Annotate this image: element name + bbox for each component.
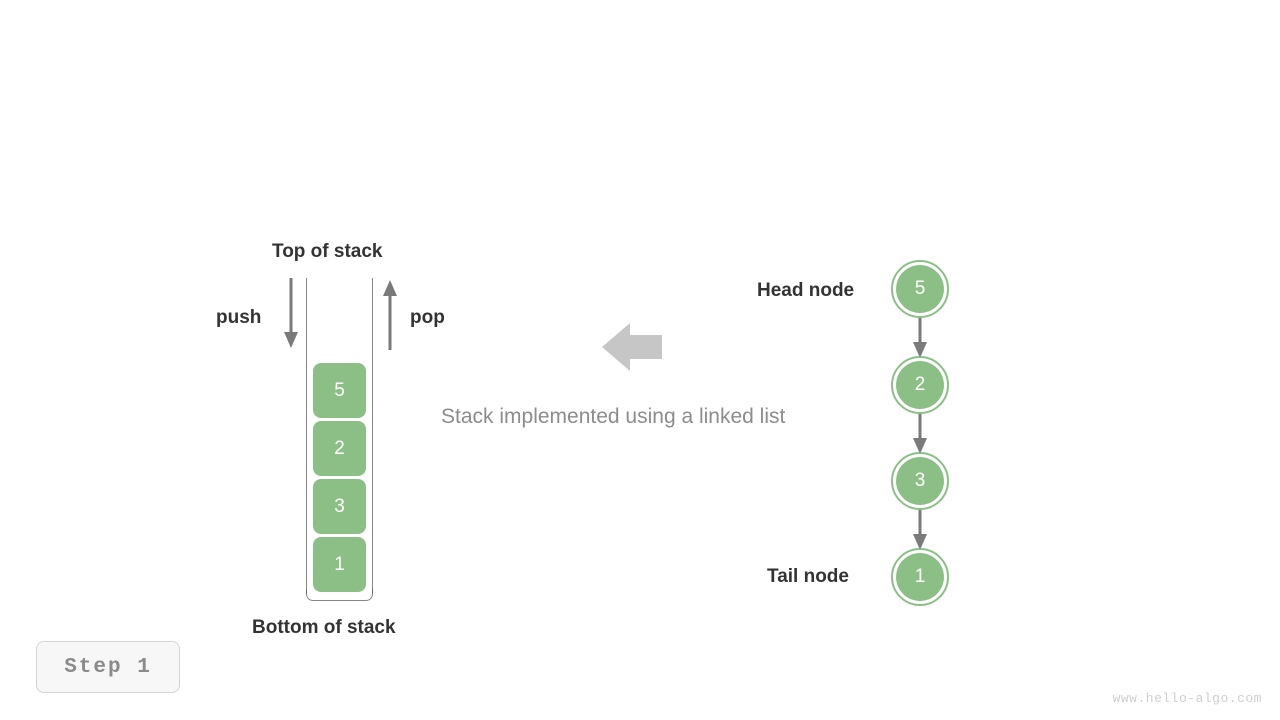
- stack-cell[interactable]: 5: [313, 363, 366, 418]
- list-connector-arrow-icon: [913, 412, 927, 454]
- tail-node-label: Tail node: [767, 566, 849, 587]
- linked-list-node[interactable]: 1: [891, 548, 949, 606]
- bottom-of-stack-label: Bottom of stack: [252, 617, 396, 638]
- linked-list-node-value: 2: [896, 361, 944, 409]
- step-badge: Step 1: [36, 641, 180, 693]
- stack-cell[interactable]: 2: [313, 421, 366, 476]
- top-of-stack-label: Top of stack: [272, 241, 383, 262]
- push-label: push: [216, 307, 262, 328]
- linked-list-node-value: 1: [896, 553, 944, 601]
- stack-container: [306, 278, 373, 601]
- linked-list-node-value: 3: [896, 457, 944, 505]
- stack-floor: [306, 589, 373, 601]
- stack-wall-left: [306, 278, 307, 594]
- linked-list-node[interactable]: 5: [891, 260, 949, 318]
- step-badge-label: Step 1: [64, 655, 152, 679]
- watermark: www.hello-algo.com: [1112, 691, 1262, 706]
- linked-list-node[interactable]: 3: [891, 452, 949, 510]
- list-connector-arrow-icon: [913, 508, 927, 550]
- push-arrow-icon: [284, 278, 298, 348]
- linked-list-node-value: 5: [896, 265, 944, 313]
- list-connector-arrow-icon: [913, 316, 927, 358]
- diagram-caption: Stack implemented using a linked list: [441, 405, 786, 428]
- head-node-label: Head node: [757, 280, 855, 301]
- stack-cell[interactable]: 1: [313, 537, 366, 592]
- left-block-arrow-icon: [602, 323, 662, 371]
- pop-arrow-icon: [383, 280, 397, 350]
- stack-cell[interactable]: 3: [313, 479, 366, 534]
- pop-label: pop: [410, 307, 445, 328]
- linked-list-node[interactable]: 2: [891, 356, 949, 414]
- stack-wall-right: [372, 278, 373, 594]
